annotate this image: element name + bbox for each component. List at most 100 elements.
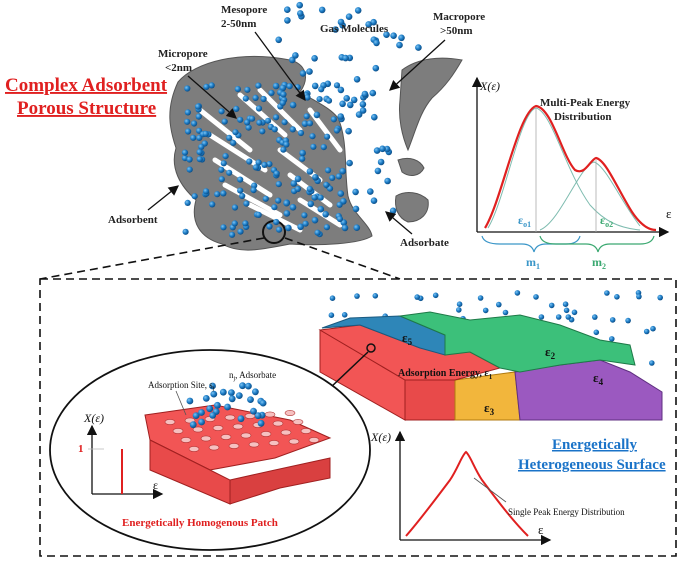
- molecule: [218, 108, 225, 115]
- molecule: [306, 168, 314, 175]
- molecule: [555, 314, 562, 320]
- molecule: [301, 212, 308, 219]
- molecule: [271, 126, 278, 133]
- molecule: [283, 141, 290, 148]
- molecule: [311, 55, 318, 62]
- molecule: [336, 201, 343, 208]
- molecule: [643, 328, 650, 335]
- molecule: [266, 223, 273, 230]
- molecule: [245, 124, 252, 131]
- molecule: [260, 95, 267, 103]
- molecule: [482, 307, 489, 314]
- mesopore-arrow: [254, 31, 306, 102]
- molecule: [297, 10, 304, 17]
- molecule: [323, 224, 330, 231]
- molecule: [373, 39, 380, 47]
- patch-x-label: ε: [153, 478, 158, 492]
- molecule: [280, 146, 287, 153]
- adsorption-site: [272, 420, 284, 427]
- molecule: [414, 294, 421, 300]
- molecule: [220, 224, 227, 231]
- molecule: [272, 82, 280, 90]
- molecule: [255, 105, 263, 112]
- molecule: [233, 105, 240, 112]
- molecule: [318, 6, 326, 14]
- adsorption-site: [248, 441, 260, 448]
- molecule: [250, 407, 257, 415]
- surface-zoom-line: [329, 351, 369, 389]
- molecule: [242, 220, 249, 227]
- molecule: [337, 18, 345, 26]
- molecule: [496, 301, 502, 308]
- molecule: [242, 95, 249, 102]
- molecule: [259, 399, 267, 407]
- molecule: [337, 190, 345, 197]
- molecule: [303, 113, 310, 120]
- title-line2: Porous Structure: [17, 98, 156, 119]
- homogeneous-patch-inset: Adsorption Site, sj nj, Adsorbate X(ε) ε…: [49, 349, 371, 551]
- adsorption-site: [208, 444, 220, 451]
- molecule: [289, 126, 296, 133]
- molecule: [432, 292, 439, 299]
- molecule: [244, 86, 251, 93]
- molecule: [237, 116, 244, 123]
- adsorption-site: [284, 410, 296, 416]
- adsorption-site: [264, 411, 276, 418]
- molecule: [181, 149, 189, 156]
- molecule: [203, 188, 210, 195]
- molecule: [311, 216, 319, 224]
- molecule: [261, 161, 268, 168]
- molecule: [341, 224, 349, 232]
- molecule: [266, 161, 273, 168]
- molecule: [514, 290, 521, 296]
- molecule: [252, 388, 259, 396]
- molecule: [191, 120, 198, 127]
- molecule: [339, 167, 347, 175]
- molecule: [335, 173, 342, 180]
- molecule: [218, 176, 225, 183]
- single-peak-caption-pointer: [473, 477, 507, 503]
- molecule: [208, 82, 215, 89]
- adsorbent-label: Adsorbent: [108, 214, 158, 226]
- molecule: [202, 130, 209, 137]
- molecule: [373, 147, 381, 154]
- mesopore-label-2: 2-50nm: [221, 18, 256, 30]
- molecule: [565, 314, 572, 320]
- molecule: [354, 293, 360, 299]
- patch-adsorbate-molecules: [186, 382, 267, 429]
- molecule: [232, 129, 239, 136]
- single-peak-caption: Single Peak Energy Distribution: [508, 507, 625, 517]
- molecule: [281, 119, 288, 126]
- molecule: [189, 421, 197, 429]
- molecule: [255, 82, 262, 89]
- molecule: [255, 211, 262, 218]
- molecule: [299, 155, 306, 162]
- multi-peak-x-label: ε: [666, 206, 672, 221]
- molecule: [325, 167, 332, 174]
- molecule: [246, 158, 253, 165]
- molecule: [371, 113, 378, 121]
- molecule: [352, 188, 359, 196]
- zoom-line-right: [284, 237, 401, 280]
- molecule: [604, 290, 610, 296]
- molecule: [562, 301, 569, 308]
- molecule: [384, 177, 391, 185]
- adsorption-site: [288, 438, 300, 445]
- title-block: Complex Adsorbent Porous Structure: [5, 75, 168, 119]
- molecule: [365, 21, 372, 28]
- multi-peak-title-2: Distribution: [554, 111, 611, 123]
- adsorbate-arrow: [385, 211, 413, 235]
- molecule: [273, 170, 280, 177]
- molecule: [301, 120, 309, 127]
- molecule: [203, 83, 210, 90]
- molecule: [228, 389, 235, 396]
- detail-box: [39, 278, 677, 557]
- molecule: [352, 205, 360, 213]
- peak2-label: εo2: [600, 213, 613, 229]
- molecule: [196, 156, 203, 163]
- molecule: [262, 195, 269, 202]
- adsorption-site: [228, 443, 240, 449]
- molecule: [342, 54, 349, 62]
- molecule: [332, 26, 339, 33]
- structure-labels: Mesopore 2-50nm Micropore <2nm Gas Molec…: [108, 4, 485, 249]
